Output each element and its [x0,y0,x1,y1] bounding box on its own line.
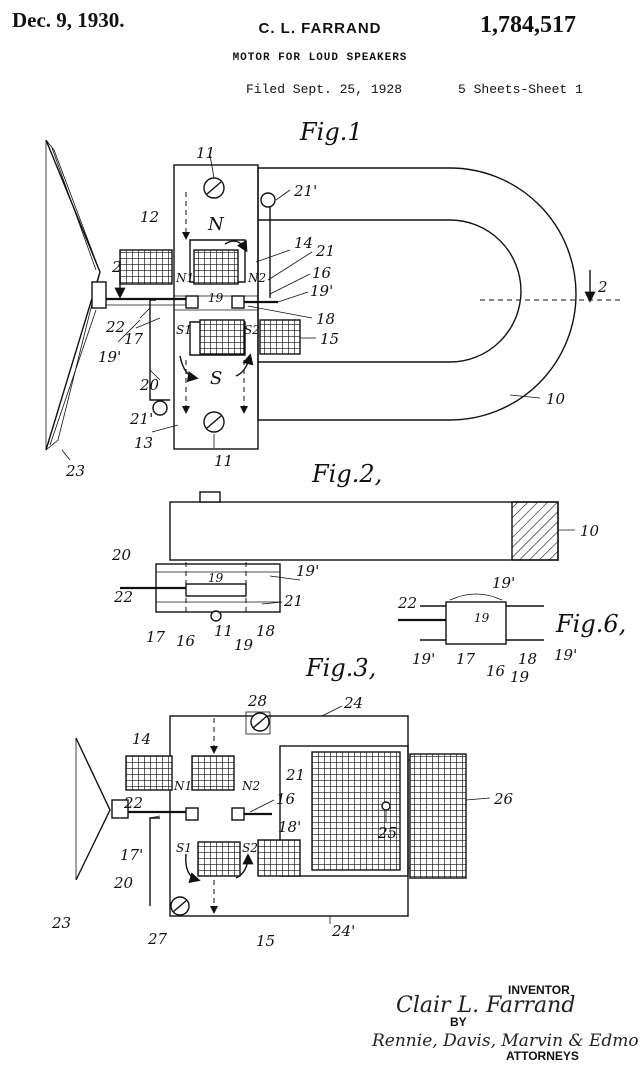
fig3-label-21: 21 [285,766,305,784]
fig3-field-coil-left [311,751,401,871]
label-11: 11 [196,144,215,162]
figure-6: Fig.6, 19' 22 19 19' 17 16 18 19 19' [397,574,626,686]
filed-date: Filed Sept. 25, 1928 [246,82,403,97]
fig2-label-19-b: 19 [234,636,254,654]
fig6-label-16: 16 [486,662,506,680]
label-N1: N1 [175,271,194,285]
signature-block: INVENTOR Clair L. Farrand BY Rennie, Dav… [371,983,640,1063]
label-11-b: 11 [214,452,233,470]
attorney-signature: Rennie, Davis, Marvin & Edmonds [371,1031,640,1051]
fig2-label-21: 21 [283,592,303,610]
label-12: 12 [140,208,159,226]
label-20: 20 [139,376,160,394]
label-S: S [210,368,222,389]
label-10: 10 [546,390,566,408]
fig3-label-23: 23 [51,914,71,932]
fig3-label-S2: S2 [242,841,258,855]
fig3-speaker-cone [75,737,111,881]
fig6-caption: Fig.6, [555,610,626,638]
label-19: 19 [208,291,224,305]
label-23: 23 [65,462,85,480]
fig3-label-24-prime: 24' [331,922,355,940]
magnet-top-view [169,501,559,561]
fig6-label-22: 22 [397,594,417,612]
fig3-field-coil-right [409,753,467,879]
fig2-label-10: 10 [580,522,600,540]
by-label: BY [450,1015,467,1029]
fig2-label-11: 11 [214,622,233,640]
fig3-label-27: 27 [147,930,168,948]
fig3-label-14: 14 [132,730,151,748]
fig3-label-N2: N2 [241,779,260,793]
fig2-label-20: 20 [111,546,132,564]
pole-pieces [173,164,259,450]
fig6-label-18: 18 [518,650,537,668]
label-17: 17 [124,330,144,348]
fig3-label-25: 25 [377,824,397,842]
fig2-label-18: 18 [256,622,275,640]
fig6-label-19-prime-left: 19' [412,650,435,668]
fig6-label-19-prime-right: 19' [554,646,577,664]
label-16: 16 [312,264,332,282]
label-S2: S2 [244,323,260,337]
label-19-prime: 19' [310,282,333,300]
fig2-label-22: 22 [113,588,133,606]
fig1-caption: Fig.1 [299,118,363,146]
label-15: 15 [320,330,339,348]
fig6-label-19-prime-top: 19' [492,574,515,592]
fig3-caption: Fig.3, [305,654,376,682]
label-19-prime-b: 19' [98,348,121,366]
label-N2: N2 [247,271,266,285]
fig3-label-18-prime: 18' [278,818,301,836]
fig3-label-S1: S1 [176,841,192,855]
fig3-label-22: 22 [123,794,143,812]
fig2-label-17: 17 [146,628,166,646]
fig2-label-19-prime: 19' [296,562,319,580]
fig3-label-28: 28 [247,692,267,710]
attorneys-label: ATTORNEYS [506,1049,579,1063]
fig2-label-19: 19 [208,571,224,585]
figure-2: Fig.2, 10 20 19 19' 22 21 17 16 11 18 [111,460,600,654]
fig3-label-17-prime: 17' [120,846,143,864]
horseshoe-magnet [257,167,577,421]
label-2-right: 2 [597,278,608,296]
label-13: 13 [134,434,153,452]
label-14: 14 [294,234,313,252]
fig3-label-26: 26 [493,790,514,808]
label-2-left: 2 [111,258,122,276]
fig3-label-24: 24 [343,694,363,712]
label-21-prime: 21' [293,182,317,200]
coil-14 [119,249,173,285]
label-N: N [207,214,225,235]
coil-15 [199,319,245,355]
fig2-caption: Fig.2, [311,460,382,488]
fig3-label-20: 20 [113,874,134,892]
sheet-count: 5 Sheets-Sheet 1 [458,82,583,97]
fig6-label-19-b: 19 [510,668,530,686]
inventor-label: INVENTOR [508,983,570,997]
fig3-label-15: 15 [256,932,275,950]
figure-1: Fig.1 [45,118,620,480]
inventor-name: C. L. FARRAND [258,20,382,37]
inventor-signature: Clair L. Farrand [396,993,575,1018]
label-21: 21 [315,242,335,260]
patent-title: MOTOR FOR LOUD SPEAKERS [232,52,408,64]
patent-date: Dec. 9, 1930. [12,8,125,32]
fig2-label-16: 16 [176,632,196,650]
fig3-label-16: 16 [276,790,296,808]
label-S1: S1 [176,323,192,337]
fig3-label-N1: N1 [173,779,192,793]
label-21-prime-b: 21' [129,410,153,428]
label-18: 18 [316,310,335,328]
figure-3: Fig.3, [51,654,514,950]
label-22: 22 [105,318,125,336]
fig6-label-19: 19 [474,611,490,625]
fig6-label-17: 17 [456,650,476,668]
patent-number: 1,784,517 [480,12,576,38]
